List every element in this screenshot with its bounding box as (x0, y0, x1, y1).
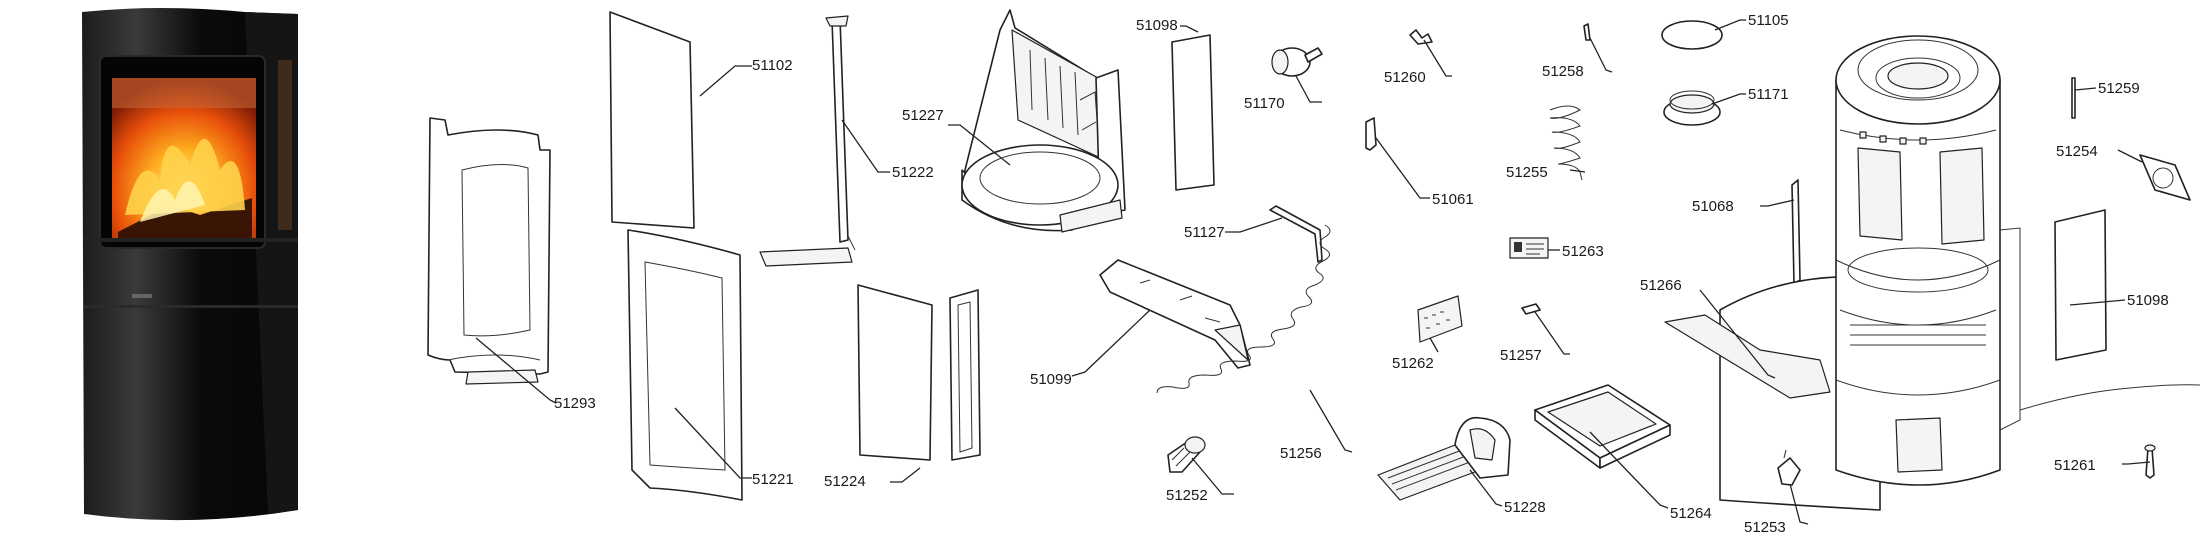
part-51222-rod (759, 15, 856, 267)
label-51266: 51266 (1640, 277, 1682, 294)
label-51253: 51253 (1744, 519, 1786, 536)
stove-photo (82, 8, 298, 521)
leader-51099 (1071, 309, 1151, 377)
leader-51105 (1714, 19, 1746, 31)
label-51068: 51068 (1692, 198, 1734, 215)
leader-51227 (948, 124, 1011, 166)
label-51227: 51227 (902, 107, 944, 124)
label-51228: 51228 (1504, 499, 1546, 516)
label-51257: 51257 (1500, 347, 1542, 364)
part-51228-ashpan (1377, 416, 1511, 501)
label-51258: 51258 (1542, 63, 1584, 80)
label-51264: 51264 (1670, 505, 1712, 522)
label-51293: 51293 (554, 395, 596, 412)
leader-51102 (699, 65, 752, 97)
label-51170: 51170 (1244, 95, 1285, 112)
part-51258-pin (1583, 23, 1591, 41)
label-51262: 51262 (1392, 355, 1434, 372)
label-51252: 51252 (1166, 487, 1208, 504)
label-51222: 51222 (892, 164, 934, 181)
part-51260-clip (1409, 29, 1433, 45)
part-51262-plate (1417, 295, 1463, 343)
leader-51254 (2117, 149, 2143, 163)
part-51068-shield (1791, 179, 1801, 285)
part-51224-glass (857, 284, 933, 461)
label-51098-upper: 51098 (1136, 17, 1178, 34)
part-51102-glass (609, 11, 695, 229)
label-51256: 51256 (1280, 445, 1322, 462)
leader-51098-upper (1180, 25, 1199, 33)
part-51098-panel-right (2054, 209, 2107, 361)
part-stove-body (1835, 35, 2021, 486)
leader-51255 (1569, 169, 1586, 173)
label-51260: 51260 (1384, 69, 1426, 86)
leader-51098-right (2069, 299, 2126, 306)
leader-51256 (1309, 389, 1353, 453)
label-51254: 51254 (2056, 143, 2098, 160)
part-51293-door (427, 117, 551, 385)
label-51263: 51263 (1562, 243, 1604, 260)
label-51259: 51259 (2098, 80, 2140, 97)
part-51264-tray (1534, 384, 1671, 469)
part-51254-fan (2139, 154, 2191, 201)
part-51255-spiral (1549, 105, 1583, 181)
leader-51258 (1589, 37, 1613, 73)
leader-51260 (1423, 39, 1452, 77)
part-51253-foot (1777, 449, 1801, 486)
part-51224-gasket (949, 289, 981, 461)
label-51224: 51224 (824, 473, 866, 490)
leader-51127 (1225, 217, 1283, 233)
part-51098-panel-upper (1171, 34, 1215, 191)
part-51256-spring (1156, 224, 1331, 394)
leader-51222 (841, 119, 890, 173)
part-51105-disc (1661, 20, 1723, 50)
label-51261: 51261 (2054, 457, 2096, 474)
part-cable (2019, 384, 2200, 411)
leader-51257 (1534, 311, 1570, 355)
leader-51171 (1711, 93, 1746, 105)
label-51105: 51105 (1748, 12, 1789, 29)
leader-51253 (1789, 483, 1809, 525)
leader-51170 (1295, 75, 1322, 103)
part-51227-firebox (961, 9, 1126, 233)
leader-51252 (1191, 457, 1234, 495)
part-51261-screw (2144, 444, 2156, 479)
part-labels: 51293 51102 51221 51222 51224 51227 5109… (554, 12, 2169, 536)
part-51099-baffle (1099, 259, 1251, 369)
label-51102: 51102 (752, 57, 793, 74)
label-51221: 51221 (752, 471, 794, 488)
part-51170-knob (1271, 47, 1323, 77)
part-51252-handle (1167, 436, 1206, 473)
label-51127: 51127 (1184, 224, 1225, 241)
leader-51259 (2074, 87, 2097, 91)
leader-51266 (1699, 289, 1776, 379)
leader-51228 (1469, 469, 1503, 507)
label-51099: 51099 (1030, 371, 1072, 388)
leader-51224 (890, 467, 921, 483)
label-51098-right: 51098 (2127, 292, 2169, 309)
label-51061: 51061 (1432, 191, 1474, 208)
part-51259-pin (2071, 77, 2076, 119)
leader-51061 (1375, 137, 1430, 199)
part-51257-screw (1521, 303, 1541, 315)
part-51221-door (627, 229, 743, 501)
leader-51261 (2122, 461, 2151, 465)
part-51127-rod (1269, 205, 1323, 263)
leader-51068 (1760, 199, 1795, 207)
label-51171: 51171 (1748, 86, 1789, 103)
part-51263-nameplate (1509, 237, 1549, 259)
leader-51293 (475, 337, 557, 404)
part-51171-ring (1663, 90, 1721, 126)
part-51061-bracket (1365, 117, 1377, 151)
leader-51262 (1429, 337, 1439, 353)
leader-51221 (674, 407, 752, 479)
label-51255: 51255 (1506, 164, 1548, 181)
leader-51264 (1589, 431, 1669, 509)
